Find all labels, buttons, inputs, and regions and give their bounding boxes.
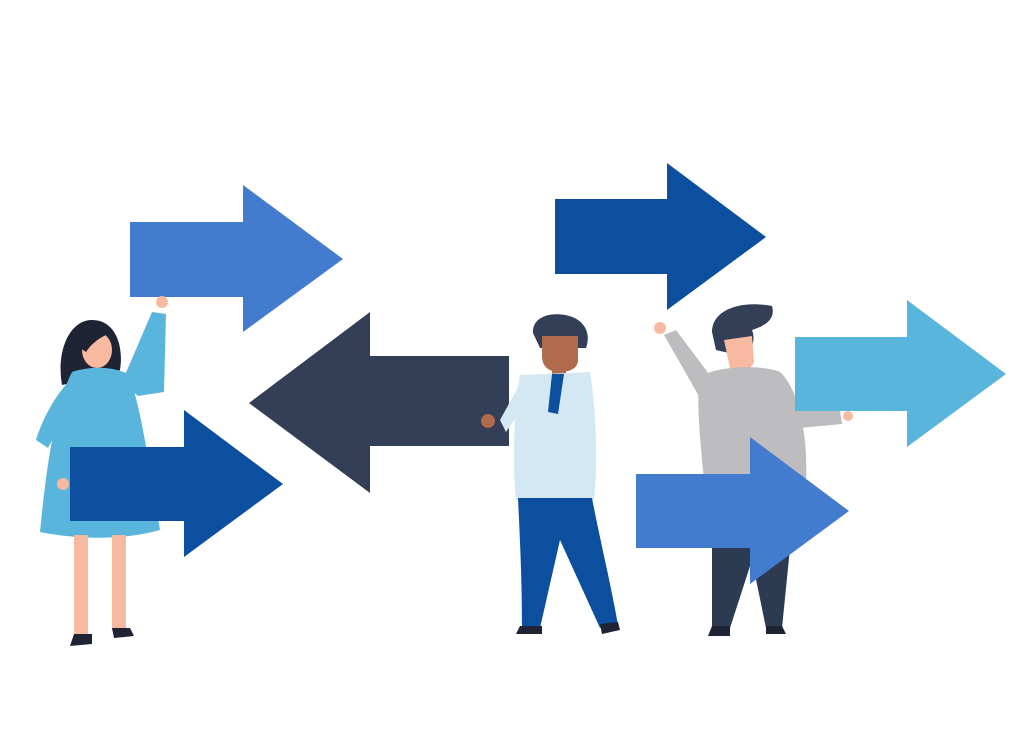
center-arrow <box>249 312 509 493</box>
gray-person-head <box>724 336 754 370</box>
man-pants <box>518 498 618 628</box>
man-tie <box>548 374 564 414</box>
woman-leg-right <box>112 535 126 630</box>
top-left-arrow <box>130 185 343 332</box>
right-low-arrow <box>636 437 849 584</box>
man-head <box>542 336 578 372</box>
right-arrow <box>795 300 1006 447</box>
woman-raised-arm <box>122 312 166 396</box>
man-figure <box>481 314 620 634</box>
left-low-arrow <box>70 410 283 557</box>
woman-leg-left <box>74 535 88 635</box>
gray-sweater <box>698 367 807 480</box>
top-center-arrow <box>555 163 766 310</box>
